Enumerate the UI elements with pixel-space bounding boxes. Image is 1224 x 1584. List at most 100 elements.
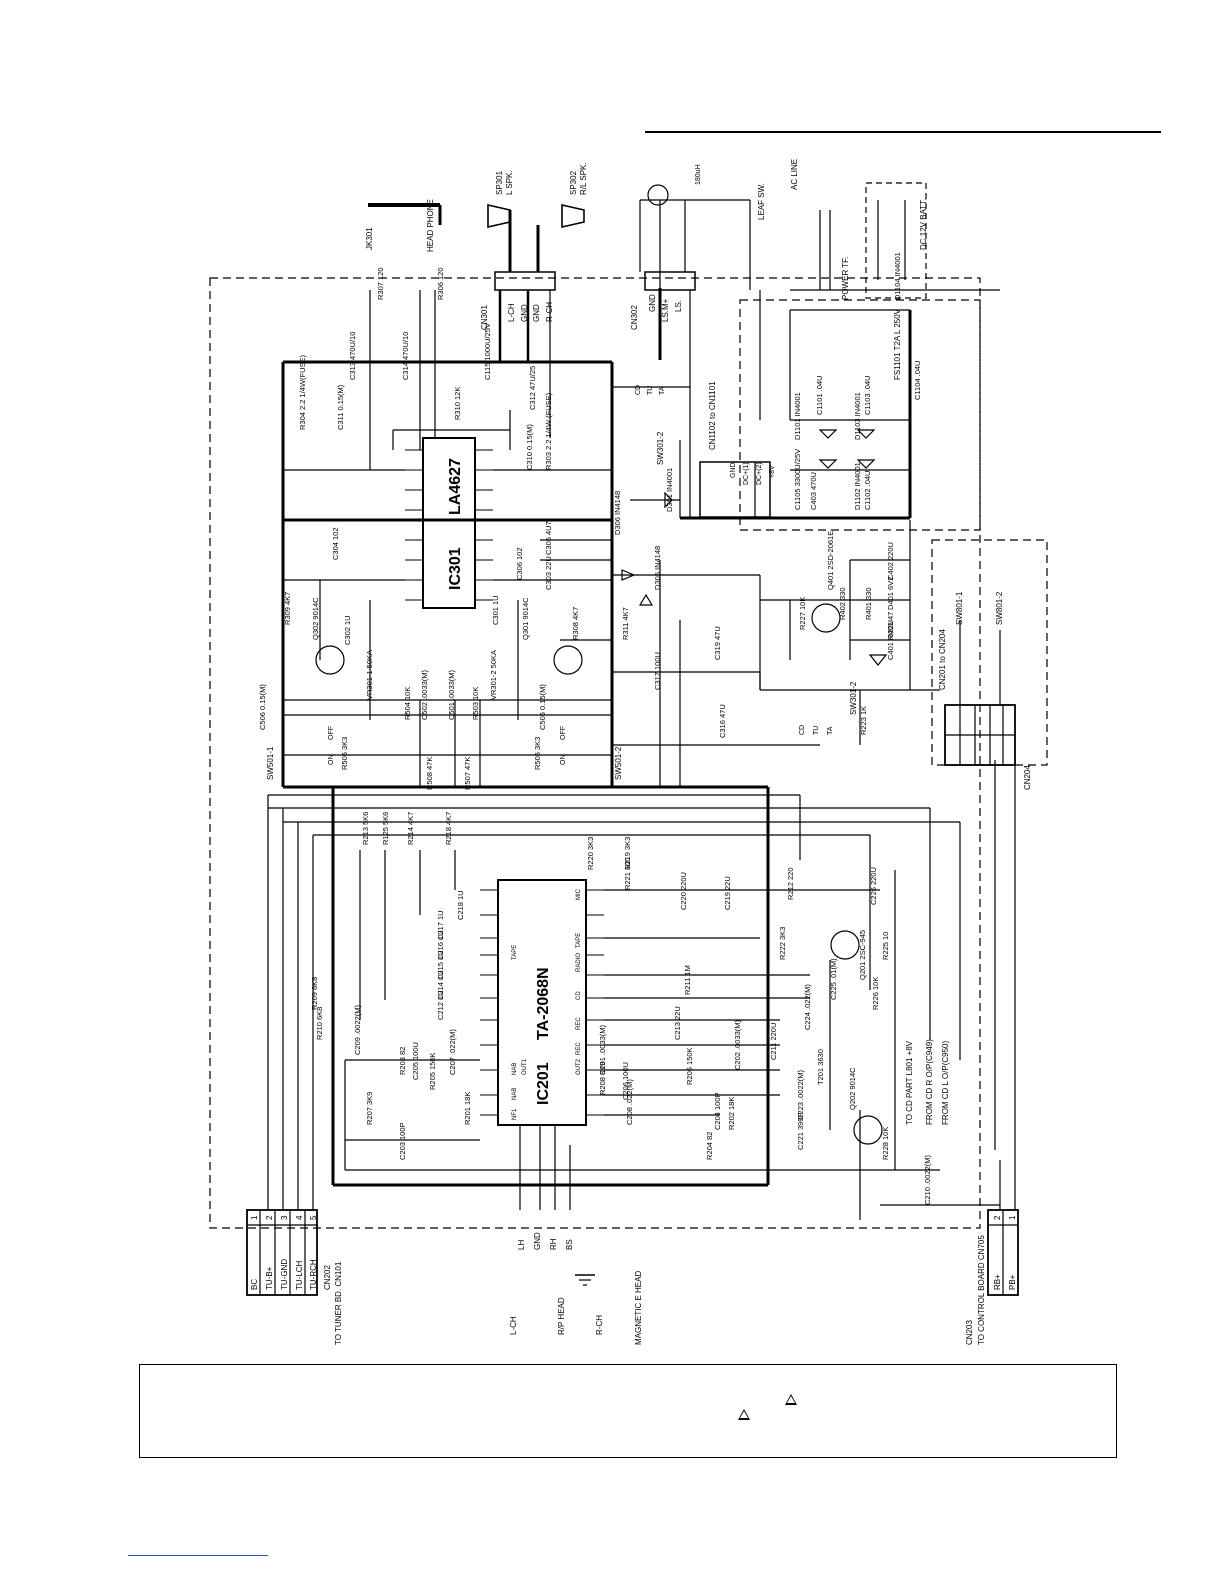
cn301-pin2: GND: [520, 304, 529, 322]
cn301-pin4: R-CH: [545, 302, 554, 322]
head-rp-label: R/P HEAD: [557, 1297, 566, 1335]
cn202-pin2: TU-B+: [265, 1266, 274, 1290]
head-pin-gnd: GND: [533, 1232, 542, 1250]
head-pin-lh: LH: [517, 1240, 526, 1250]
part-label-c311: C311 0.15(M): [336, 384, 345, 430]
cn202-pin3: TU-GND: [280, 1259, 289, 1290]
sw801-2-label: SW801-2: [995, 591, 1004, 625]
part-label-d306: D306 IN4148: [613, 491, 622, 535]
part-label-q202: Q202 9014C: [848, 1067, 857, 1110]
part-label-r210: R210 6K8: [315, 1007, 324, 1040]
head-pin-rh: RH: [549, 1238, 558, 1250]
part-label-r205: R205 150K: [428, 1052, 437, 1090]
part-label-c306: C306 102: [515, 547, 524, 580]
part-label-c312: C312 47U/25: [528, 366, 537, 410]
cn202-outline: [246, 1209, 318, 1296]
part-label-c205: C205 100U: [411, 1042, 420, 1080]
part-label-r503: R503 10K: [471, 687, 480, 720]
cn1101-pin-dc1: DC+(1): [743, 462, 750, 485]
cn202-num1: 1: [250, 1215, 259, 1220]
head-pin-bs: BS: [565, 1239, 574, 1250]
cn1101-outline: [699, 461, 771, 518]
cn1101-pin-8v: +8V: [769, 465, 776, 478]
ic201-pin-label: REC: [576, 1042, 582, 1055]
part-label-c1102: C1102 .04U: [863, 471, 872, 510]
part-label-q301: Q301 9014C: [521, 597, 530, 640]
part-label-c204: C204 100P: [713, 1092, 722, 1130]
tail-label-3: FROM CD L O/P(C950): [941, 1041, 950, 1125]
ic201-body: [497, 879, 587, 1126]
part-label-r228: R228 10K: [881, 1127, 890, 1160]
part-label-c1104: C1104 .04U: [913, 361, 922, 400]
part-label-r223: R223 1K: [859, 706, 868, 735]
part-label-q201: Q201 2SC-945: [858, 930, 867, 980]
part-label-c304: C304 102: [331, 527, 340, 560]
cn1101-label: CN1102 to CN1101: [708, 381, 717, 450]
part-label-t201: T201 3630: [816, 1049, 825, 1085]
part-label-c314: C314 470U/10: [401, 332, 410, 380]
part-label-c319: C319 47U: [713, 626, 722, 660]
cn1101-pin-gnd: GND: [730, 462, 737, 478]
part-label-d1101: D1101 IN4001: [793, 392, 802, 440]
part-label-vr301-1: VR301-1 50KA: [365, 650, 374, 700]
notes-box: [139, 1364, 1117, 1458]
part-label-r304: R304 2.2 1/4W(FUSE): [298, 354, 307, 430]
cn202-dest: TO TUNER BD. CN101: [334, 1261, 343, 1345]
power-board-outline: [739, 299, 981, 531]
sp302-cone: [561, 203, 585, 229]
part-label-c403: C403 470U: [809, 472, 818, 510]
cn301-outline: [494, 271, 556, 291]
power-tf-label: POWER TF.: [841, 257, 850, 300]
part-label-c1105: C1105 3300U/25V: [793, 449, 802, 510]
part-label-c201: C201 .0033(M): [598, 1024, 607, 1075]
q202-body: [853, 1115, 883, 1145]
cn203-ref: CN203: [965, 1320, 974, 1345]
part-label-q302: Q302 9014C: [311, 597, 320, 640]
ic301-label: IC301: [447, 547, 464, 590]
cn202-num2: 2: [265, 1215, 274, 1220]
sw301b-ta: TA: [827, 726, 834, 735]
ic201-part: TA-2068N: [535, 967, 552, 1040]
part-label-r403: R403 47: [886, 612, 895, 640]
cn202-pin5: TU-RCH: [309, 1259, 318, 1290]
part-label-r507: R507 47K: [463, 757, 472, 790]
part-label-r214: R214 4K7: [406, 812, 415, 845]
main-board-outline: [209, 277, 981, 1229]
part-label-r226: R226 10K: [871, 977, 880, 1010]
part-label-r203: R203 82: [398, 1047, 407, 1075]
part-label-d301: D301 IN4001: [665, 468, 674, 512]
part-label-c501: C501 .0033(M): [447, 669, 456, 720]
q301-body: [553, 645, 583, 675]
sw301-ta: TA: [659, 386, 666, 395]
cn203-dest: TO CONTROL BOARD CN705: [977, 1235, 986, 1345]
sw501-2-label: SW501-2: [614, 746, 623, 780]
part-label-c310: C310 0.15(M): [525, 424, 534, 470]
ic201-pin-label: NAB: [512, 1063, 518, 1075]
sp301-cone: [487, 203, 511, 229]
part-label-r504: R504 10K: [403, 687, 412, 720]
part-label-c218: C218 1U: [456, 890, 465, 920]
part-label-c214: C214 1U: [436, 970, 445, 1000]
ic201-pin-label: TAPE: [512, 945, 518, 960]
part-label-c216: C216 1U: [436, 930, 445, 960]
sp301-name: L SPK.: [505, 170, 514, 195]
part-label-r213: R213 5K6: [361, 812, 370, 845]
cn1101-pin-dc2: DC+(2): [756, 462, 763, 485]
part-label-c505: C505 0.15(M): [538, 684, 547, 730]
part-label-c401: C401 .022U: [886, 620, 895, 660]
cn302-outline: [644, 271, 696, 291]
part-label-c302: C302 1U: [343, 615, 352, 645]
part-label-c303: C303 22U: [544, 556, 553, 590]
part-label-r125: R125 5K6: [381, 812, 390, 845]
part-label-r222: R222 3K3: [778, 927, 787, 960]
leaf-sw-label: LEAF SW.: [757, 183, 766, 220]
part-label-r206: R206 150K: [685, 1047, 694, 1085]
part-label-c313: C313 470U/10: [348, 332, 357, 380]
part-label-r211: R211 1M: [683, 965, 692, 995]
part-label-c215: C215 1U: [436, 950, 445, 980]
head-lch-label: L-CH: [509, 1316, 518, 1335]
part-label-c210: C210 .0022(M): [923, 1154, 932, 1205]
cn302-pin2: LS.M+: [661, 298, 670, 322]
